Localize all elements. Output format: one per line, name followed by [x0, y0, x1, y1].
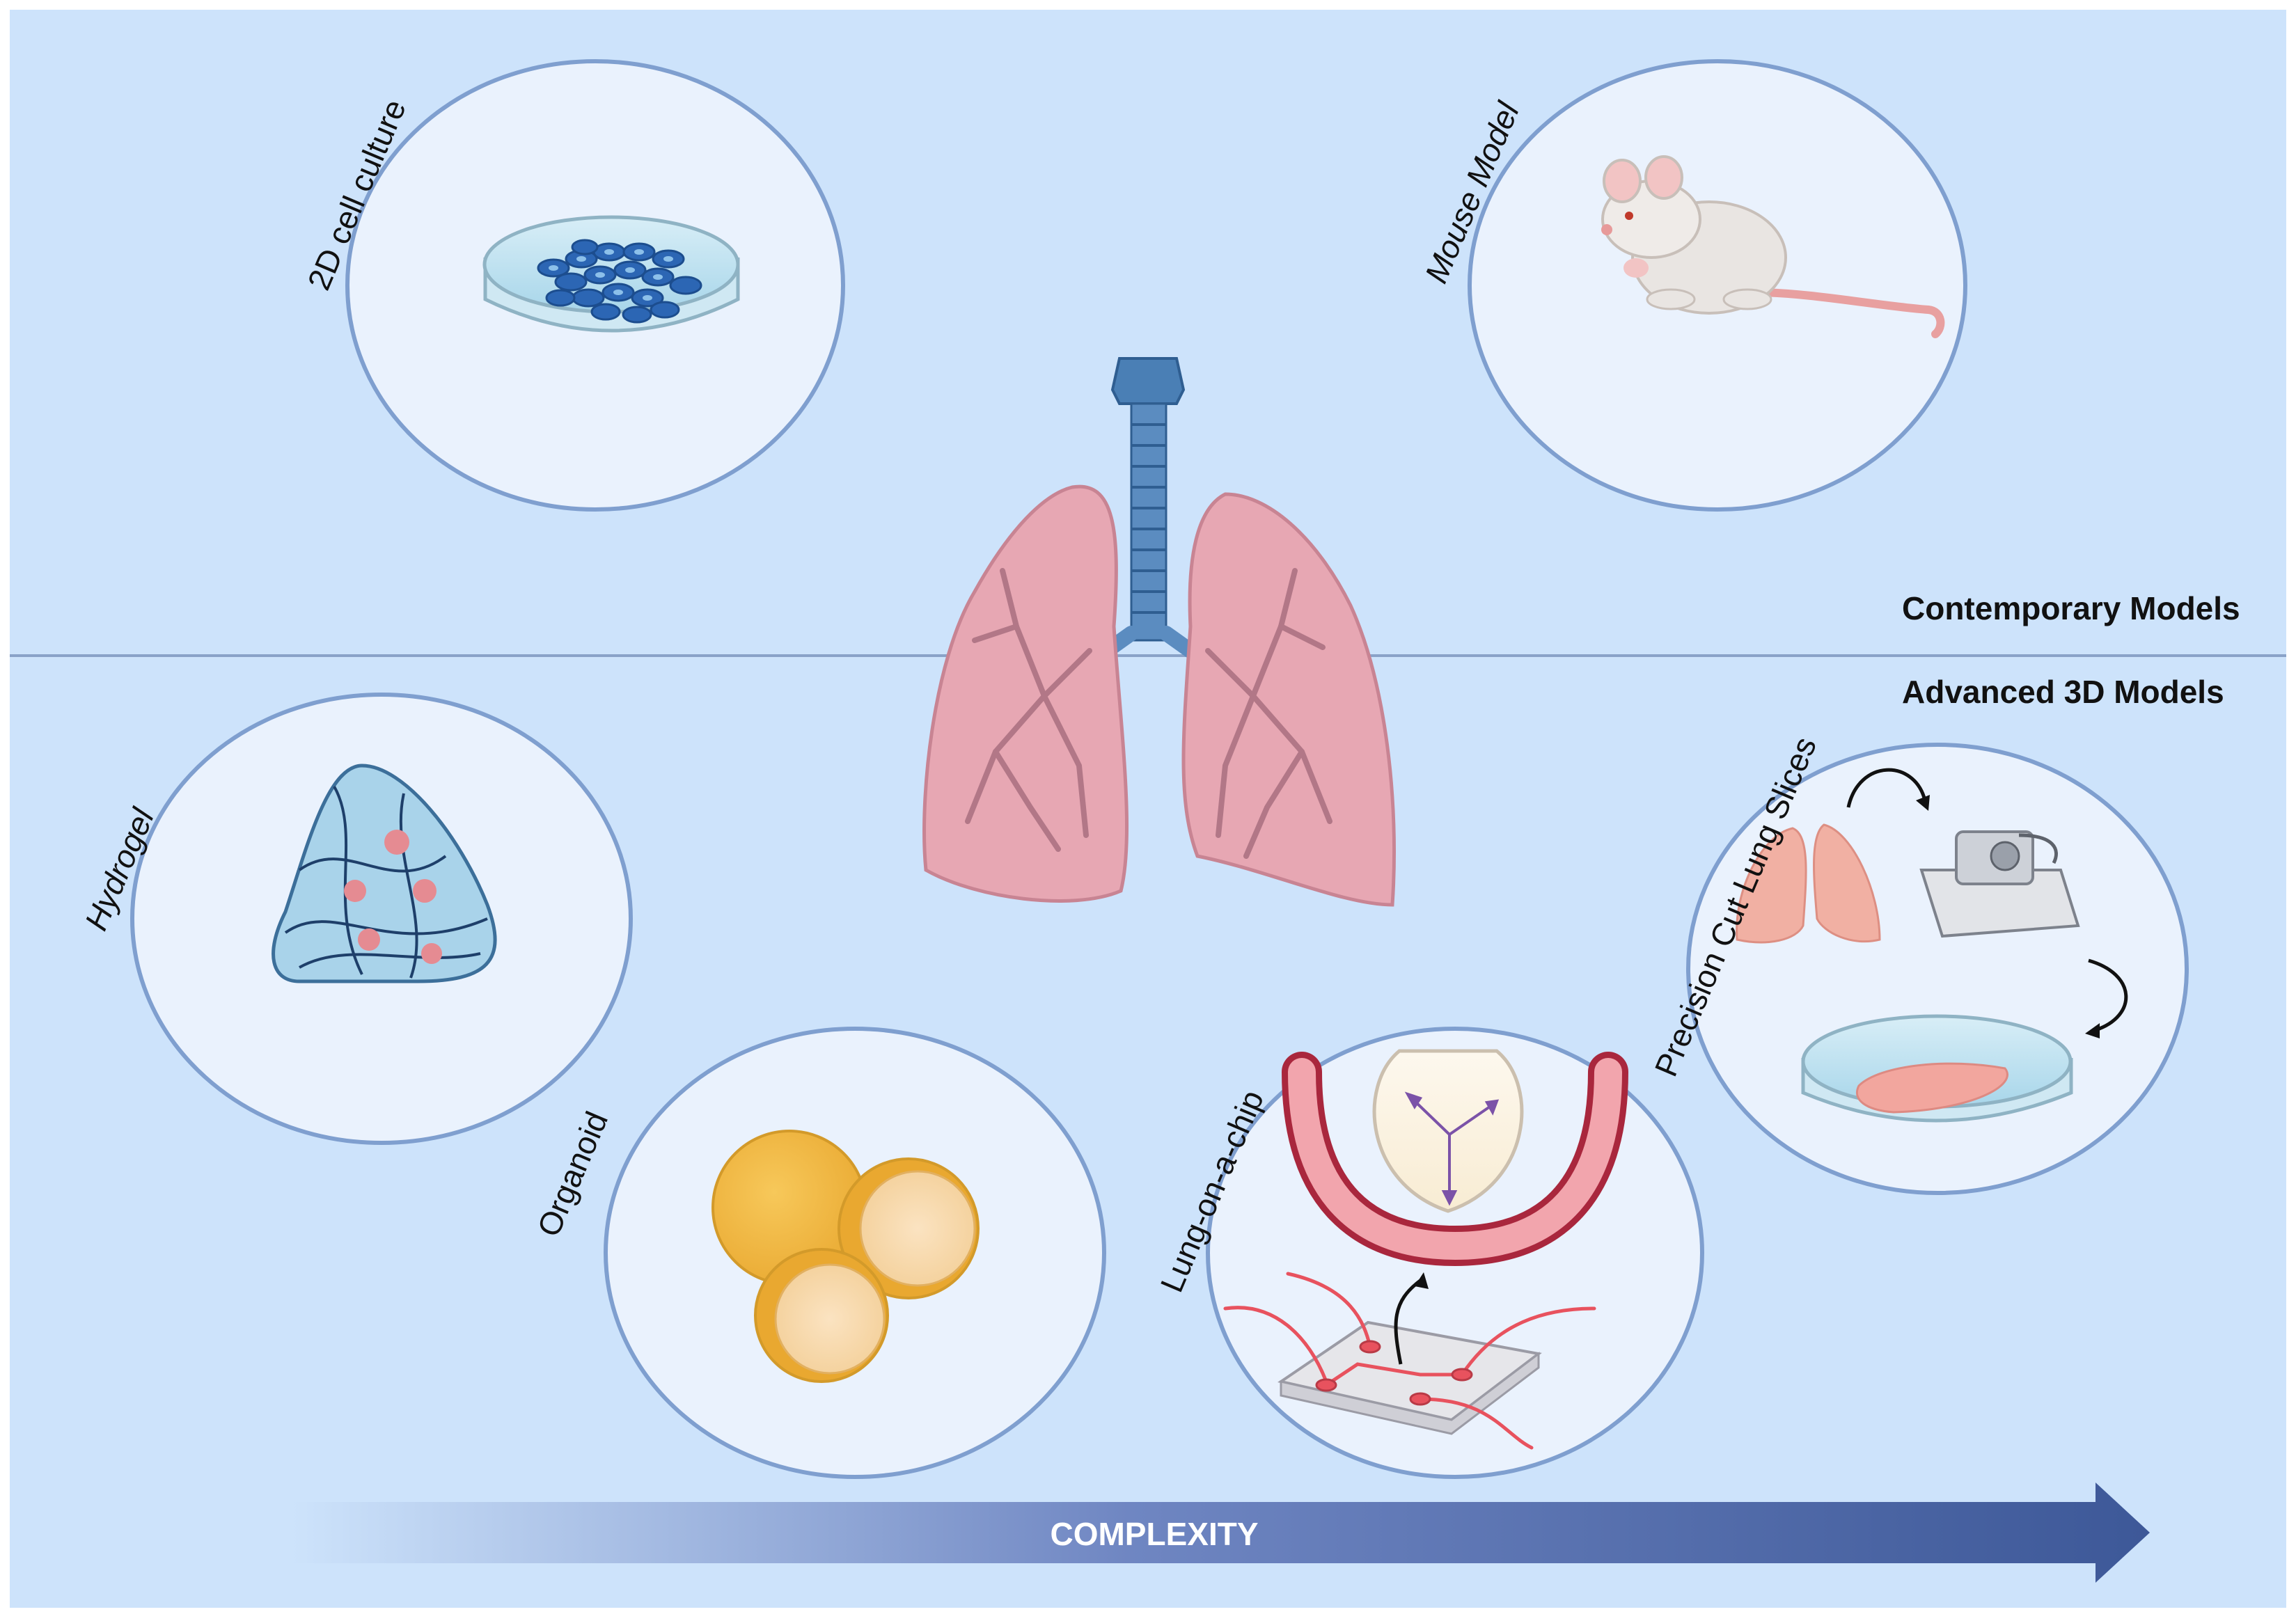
- process-arrows: [1846, 768, 2128, 1032]
- hydrogel-icon: [272, 764, 497, 983]
- arrow-head-1: [1916, 795, 1930, 811]
- organoid-icon: [711, 1130, 980, 1383]
- organoid-panel: Organoid: [530, 1027, 1106, 1479]
- hydrogel-panel: Hydrogel: [77, 693, 633, 1145]
- right-lung: [1181, 492, 1396, 907]
- vibratome-icon: [1919, 830, 2080, 938]
- complexity-label: COMPLEXITY: [1050, 1516, 1258, 1552]
- microfluidic-chip-icon: [1223, 1272, 1596, 1450]
- bronchial-tree: [965, 568, 1332, 859]
- alveolus-icon: [1282, 1049, 1628, 1267]
- advanced-3d-models-label: Advanced 3D Models: [1902, 674, 2224, 710]
- lungs-illustration: [922, 357, 1396, 907]
- petri-dish-icon: [482, 215, 740, 333]
- contemporary-models-label: Contemporary Models: [1902, 590, 2240, 626]
- mouse-model-panel: Mouse Model: [1417, 59, 1967, 512]
- pcls-panel: Precision Cut Lung Slices: [1647, 732, 2189, 1195]
- small-lungs-icon: [1736, 823, 1881, 944]
- complexity-arrow: COMPLEXITY: [292, 1482, 2150, 1583]
- arrow-head-2: [2085, 1023, 2100, 1038]
- mouse-icon: [1601, 155, 1945, 338]
- lung-on-a-chip-panel: Lung-on-a-chip: [1153, 1027, 1704, 1479]
- tissue-dish-icon: [1801, 1014, 2073, 1123]
